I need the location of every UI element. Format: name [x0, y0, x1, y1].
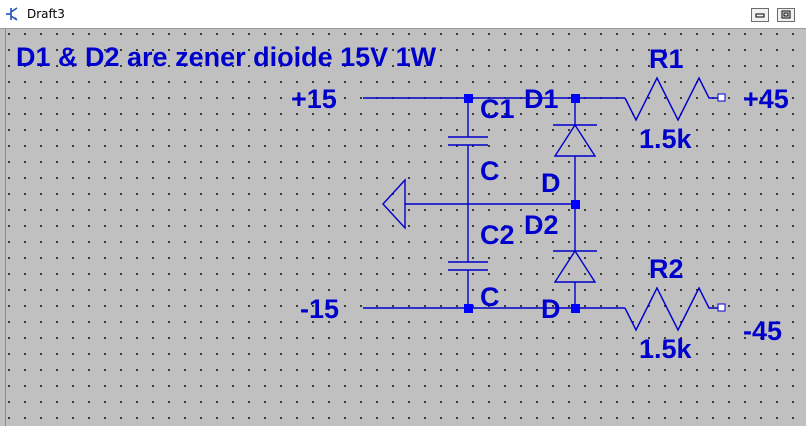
label-minus45: -45 — [743, 316, 783, 346]
label-d1-value: D — [541, 168, 561, 198]
restore-icon — [781, 10, 791, 19]
maximize-button[interactable] — [777, 8, 795, 22]
label-minus15: -15 — [300, 294, 340, 324]
circuit-note: D1 & D2 are zener dioide 15V 1W — [16, 42, 437, 72]
label-plus45: +45 — [743, 84, 789, 114]
resistor-r1 — [624, 76, 718, 122]
ground-symbol — [382, 178, 406, 230]
label-plus15: +15 — [291, 84, 337, 114]
minimize-button[interactable] — [751, 8, 769, 22]
transistor-app-icon — [6, 7, 18, 21]
resistor-r2 — [624, 286, 718, 332]
label-r1-value: 1.5k — [639, 124, 692, 154]
junctions — [464, 94, 580, 313]
zener-diode-d2 — [553, 249, 597, 283]
zener-diode-d1 — [553, 123, 597, 157]
port-plus45 — [717, 93, 726, 102]
capacitor-c1 — [448, 136, 488, 146]
port-minus45 — [717, 303, 726, 312]
label-d1-name: D1 — [524, 84, 559, 114]
label-c2-value: C — [480, 282, 500, 312]
label-c1-value: C — [480, 156, 500, 186]
minimize-icon — [755, 13, 765, 18]
label-c1-name: C1 — [480, 94, 515, 124]
label-r1-name: R1 — [649, 44, 684, 74]
label-d2-value: D — [541, 294, 561, 324]
label-c2-name: C2 — [480, 220, 515, 250]
label-r2-name: R2 — [649, 254, 684, 284]
title-bar: Draft3 — [0, 0, 806, 29]
label-r2-value: 1.5k — [639, 334, 692, 364]
capacitor-c2 — [448, 261, 488, 271]
window-title: Draft3 — [27, 7, 65, 21]
label-d2-name: D2 — [524, 210, 559, 240]
